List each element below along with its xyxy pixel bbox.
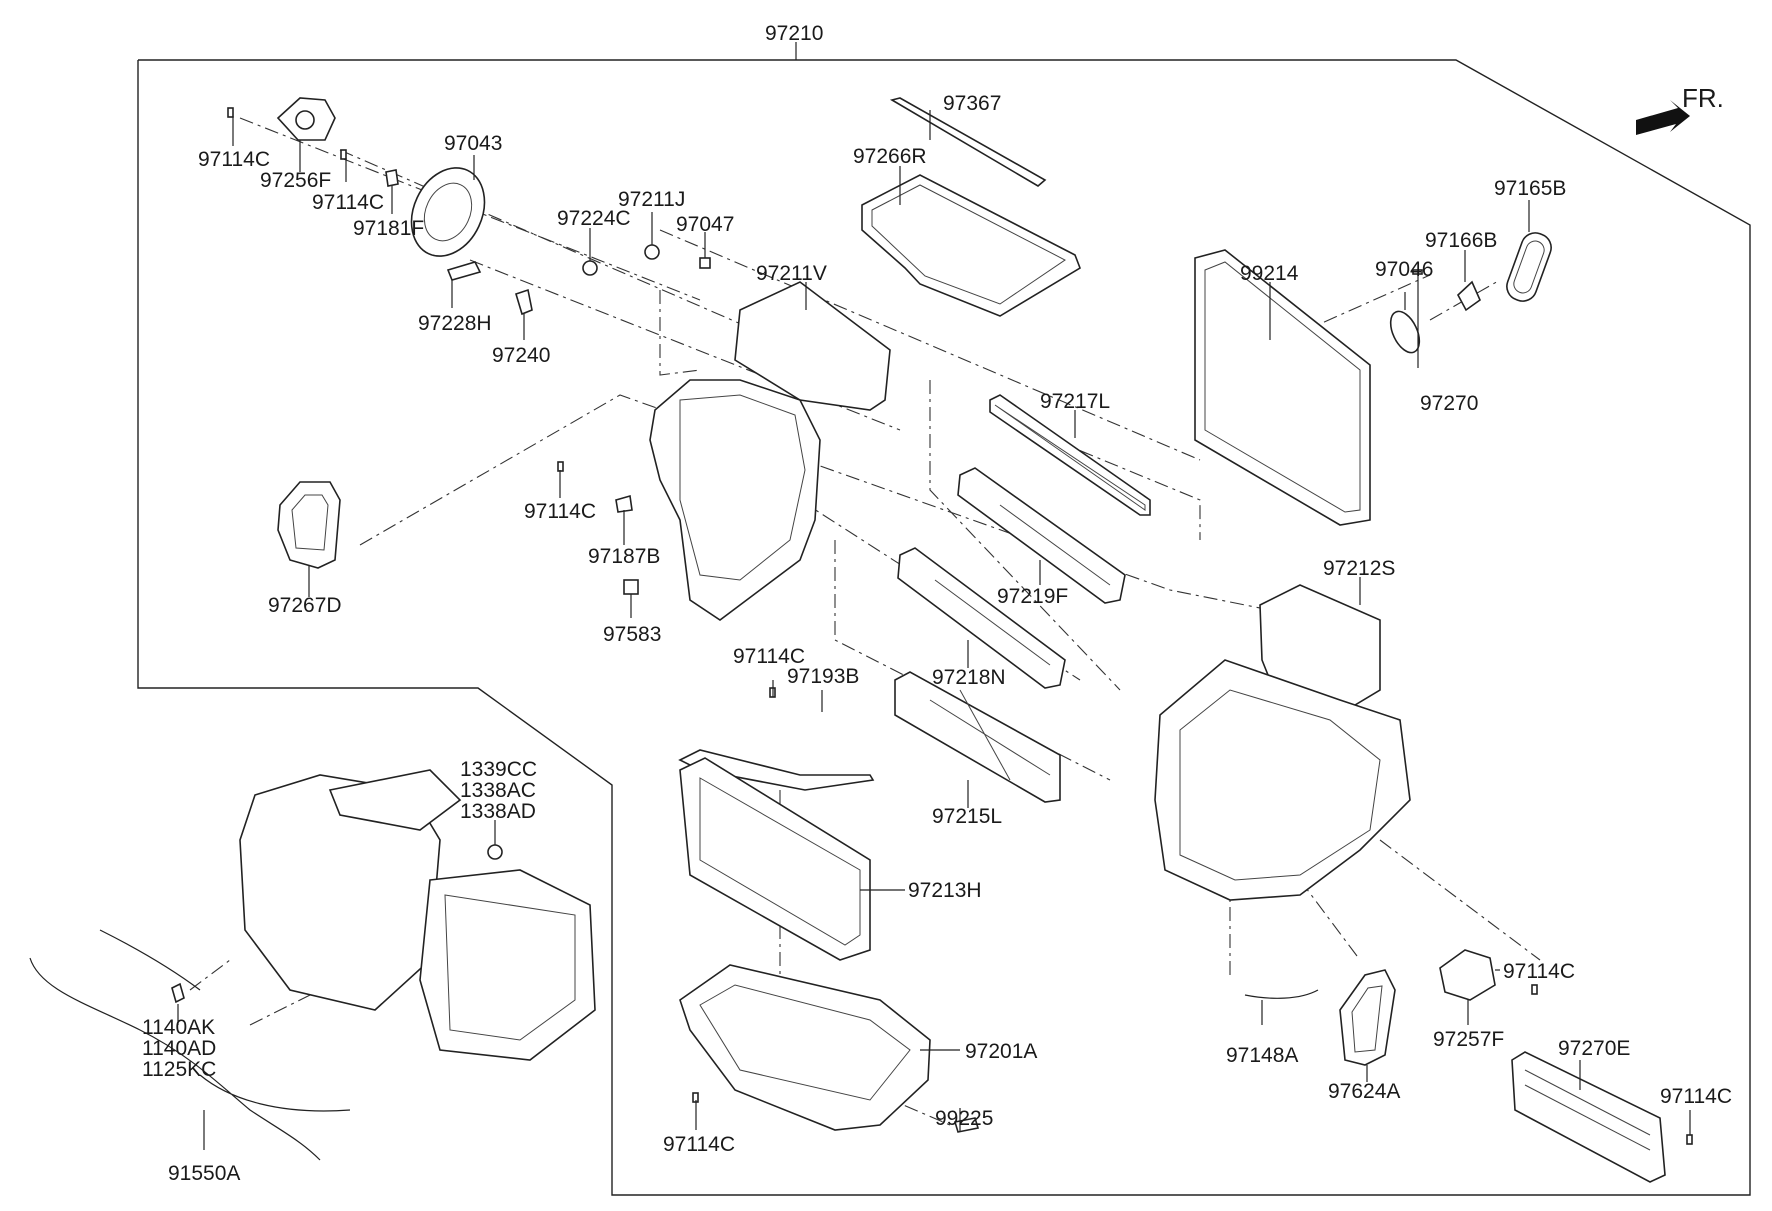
part-97187B [615,494,633,513]
part-97215L [894,671,1061,803]
part-assembled-unit [239,769,596,1061]
part-97165B [1506,232,1552,302]
label-91550A: 91550A [168,1162,240,1185]
part-97212S [1154,584,1411,901]
label-97367: 97367 [943,92,1001,115]
part-97047 [699,257,711,269]
label-97215L: 97215L [932,805,1002,828]
part-97211J [644,244,660,260]
label-1339CC: 1339CC [460,758,537,781]
label-97270E: 97270E [1558,1037,1630,1060]
part-91550A [29,929,351,1161]
label-97211V: 97211V [756,262,827,285]
part-97043 [410,167,486,257]
part-97181F [385,169,399,187]
label-97201A: 97201A [965,1040,1037,1063]
label-97266R: 97266R [853,145,927,168]
label-97046: 97046 [1375,258,1433,281]
label-97114C: 97114C [663,1133,735,1156]
part-97256F [276,97,336,141]
label-97228H: 97228H [418,312,492,335]
label-97212S: 97212S [1323,557,1395,580]
part-97228H [446,261,482,281]
label-97165B: 97165B [1494,177,1566,200]
label-97166B: 97166B [1425,229,1497,252]
label-97148A: 97148A [1226,1044,1298,1067]
label-97043: 97043 [444,132,502,155]
label-97114C: 97114C [1660,1085,1732,1108]
label-97218N: 97218N [932,666,1006,689]
part-97211V [649,281,891,621]
label-97213H: 97213H [908,879,982,902]
label-1338AD: 1338AD [460,800,536,823]
label-97114C: 97114C [1503,960,1575,983]
part-97219F [957,467,1126,604]
part-97270E [1511,1051,1666,1183]
part-97267D [277,481,341,569]
label-1140AK: 1140AK [142,1016,215,1039]
label-97256F: 97256F [260,169,331,192]
part-97166B [1457,280,1481,312]
part-99225 [953,1117,980,1133]
label-97114C: 97114C [312,191,384,214]
label-97257F: 97257F [1433,1028,1504,1051]
part-97266R [861,174,1081,317]
label-97624A: 97624A [1328,1080,1400,1103]
orientation-label: FR. [1682,83,1724,113]
part-97217L [989,394,1151,516]
part-97257F [1439,949,1496,1001]
leader-lines [177,110,1691,1150]
label-97240: 97240 [492,344,550,367]
label-97114C: 97114C [524,500,596,523]
label-97193B: 97193B [787,665,859,688]
label-97217L: 97217L [1040,390,1110,413]
part-97583 [623,579,639,595]
part-1339CC [487,844,503,860]
label-97583: 97583 [603,623,661,646]
label-97114C: 97114C [733,645,805,668]
part-labels: 97210 97114C 97256F 97114C 97181F 97043 … [142,22,1732,1185]
part-1140AK [171,982,185,1004]
part-97201A [679,964,931,1131]
part-97148A [1244,989,1319,999]
label-97270: 97270 [1420,392,1478,415]
label-97224C: 97224C [557,207,631,230]
label-97210: 97210 [765,22,823,45]
part-97224C [582,260,598,276]
label-97219F: 97219F [997,585,1068,608]
label-1125KC: 1125KC [142,1058,216,1081]
part-99214 [1194,249,1371,526]
part-97218N [897,547,1066,689]
assembly-boundary [137,59,1751,1196]
part-97213H [678,749,875,961]
label-97187B: 97187B [588,545,660,568]
front-arrow-icon [1636,100,1690,135]
label-99225: 99225 [935,1107,993,1130]
part-97240 [515,288,533,316]
label-1338AC: 1338AC [460,779,536,802]
label-97181F: 97181F [353,217,424,240]
label-1140AD: 1140AD [142,1037,216,1060]
label-97114C: 97114C [198,148,270,171]
label-99214: 99214 [1240,262,1299,285]
label-97211J: 97211J [618,188,685,211]
label-97267D: 97267D [268,594,342,617]
part-97624A [1339,969,1396,1066]
label-97047: 97047 [676,213,734,236]
part-97046 [1389,310,1421,354]
